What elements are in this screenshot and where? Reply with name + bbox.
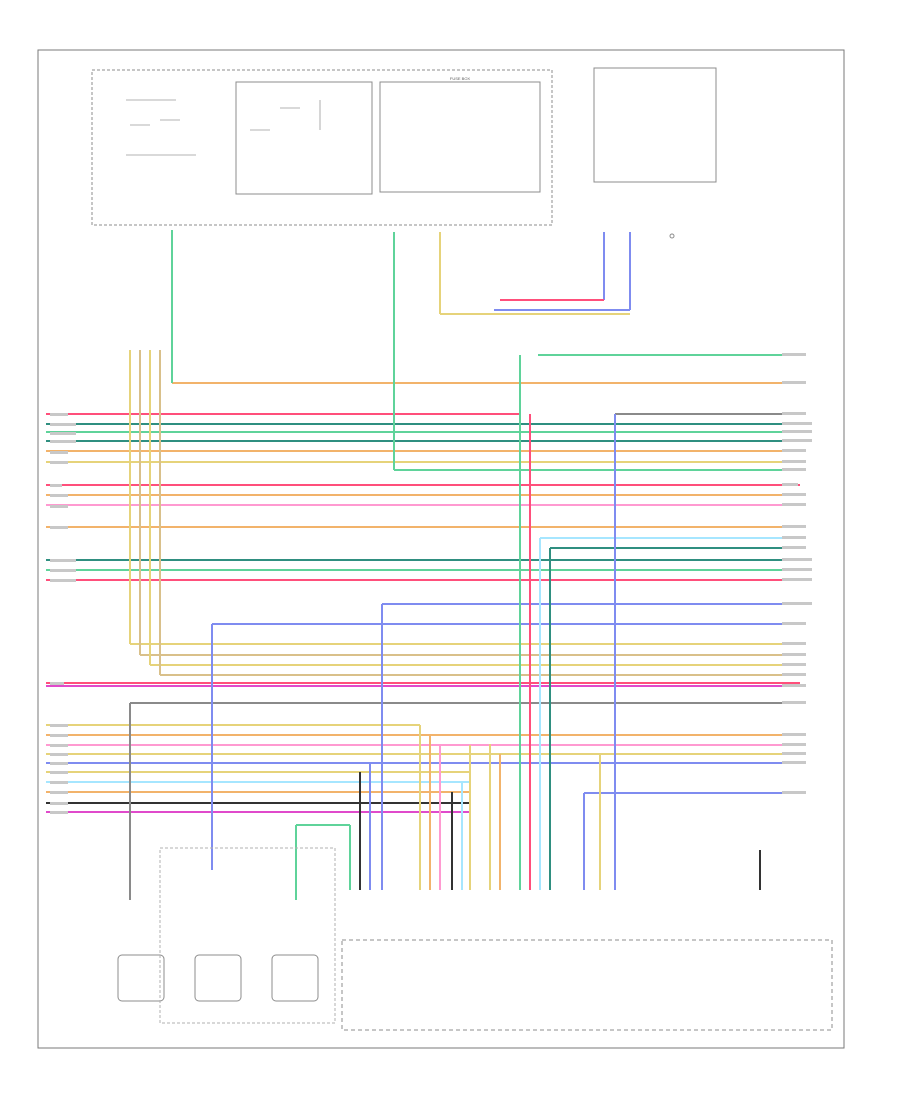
left-side-wire-tabs (50, 413, 76, 814)
fuse-box-label: FUSE BOX (450, 76, 471, 81)
right-top-connector (593, 67, 717, 239)
diagram-border (37, 49, 845, 1049)
horizontal-wires (46, 354, 800, 813)
bottom-sensors (117, 847, 336, 1024)
left-bus-labels (40, 62, 86, 126)
bottom-right-module (341, 939, 833, 1031)
right-side-wire-tabs (782, 353, 812, 794)
top-fuse-relay-box: FUSE BOX (91, 69, 553, 226)
vertical-wires (129, 230, 800, 900)
